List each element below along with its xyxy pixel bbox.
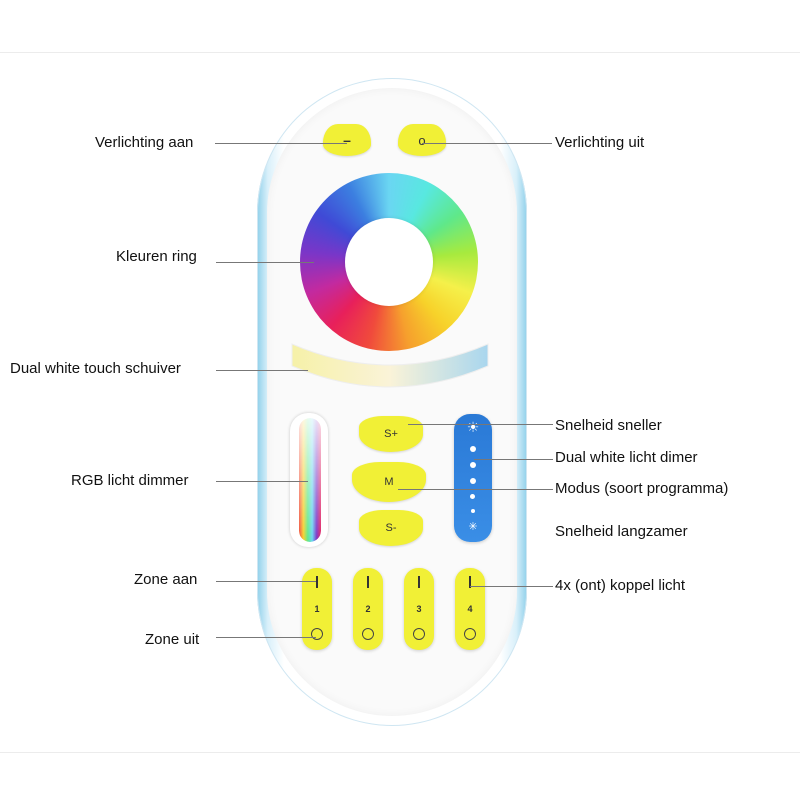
zone-button-2[interactable]: 2: [353, 568, 383, 650]
top-frame-line: [0, 52, 800, 53]
zone-button-4[interactable]: 4: [455, 568, 485, 650]
label-speed-down: Snelheid langzamer: [555, 523, 688, 540]
lights-off-symbol: o: [418, 132, 426, 148]
label-dual-white-dimmer: Dual white licht dimer: [555, 449, 698, 466]
leader-dual-white-slider: [216, 370, 308, 371]
label-color-ring: Kleuren ring: [116, 248, 197, 265]
dimmer-dot: [470, 494, 475, 499]
label-zone-on: Zone aan: [134, 571, 198, 588]
zone-number: 3: [416, 604, 422, 614]
zone-on-mark: [367, 576, 369, 588]
lights-on-symbol: –: [343, 132, 351, 148]
lights-off-button[interactable]: o: [398, 124, 446, 156]
zone-number: 2: [365, 604, 371, 614]
mode-label: M: [384, 476, 394, 488]
mode-button[interactable]: M: [352, 462, 426, 502]
label-rgb-dimmer: RGB licht dimmer: [71, 472, 189, 489]
dimmer-dot: [470, 478, 476, 484]
leader-mode: [398, 489, 553, 490]
zone-off-mark: [311, 628, 323, 640]
lights-on-button[interactable]: –: [323, 124, 371, 156]
leader-rgb-dimmer: [216, 481, 308, 482]
leader-zone-off: [216, 637, 316, 638]
label-speed-up: Snelheid sneller: [555, 417, 662, 434]
speed-up-label: S+: [384, 428, 398, 440]
zone-on-mark: [316, 576, 318, 588]
zone-on-mark: [418, 576, 420, 588]
speed-down-button[interactable]: S-: [359, 510, 423, 546]
leader-lights-on: [215, 143, 347, 144]
speed-up-button[interactable]: S+: [359, 416, 423, 452]
leader-link-light: [470, 586, 553, 587]
leader-speed-up: [408, 424, 553, 425]
zone-off-mark: [464, 628, 476, 640]
label-mode: Modus (soort programma): [555, 480, 729, 497]
leader-dual-white-dimmer: [474, 459, 553, 460]
zone-off-mark: [362, 628, 374, 640]
label-lights-on: Verlichting aan: [95, 134, 194, 151]
leader-zone-on: [216, 581, 316, 582]
sun-dim-icon: ✳: [468, 521, 478, 533]
zone-off-mark: [413, 628, 425, 640]
color-ring-center: [345, 218, 433, 306]
speed-down-label: S-: [385, 522, 397, 534]
dimmer-dot: [470, 446, 476, 452]
zone-on-mark: [469, 576, 471, 588]
label-zone-off: Zone uit: [145, 631, 200, 648]
zone-number: 1: [314, 604, 320, 614]
dimmer-dot: [470, 462, 476, 468]
sun-bright-icon: ☀: [466, 419, 480, 435]
label-dual-white-slider: Dual white touch schuiver: [10, 360, 181, 377]
rgb-dimmer-gradient: [299, 418, 321, 542]
leader-lights-off: [422, 143, 552, 144]
label-link-light: 4x (ont) koppel licht: [555, 577, 686, 594]
leader-color-ring: [216, 262, 314, 263]
zone-button-3[interactable]: 3: [404, 568, 434, 650]
bottom-frame-line: [0, 752, 800, 753]
zone-number: 4: [467, 604, 473, 614]
dimmer-dot: [471, 509, 475, 513]
label-lights-off: Verlichting uit: [555, 134, 645, 151]
dual-white-slider[interactable]: [290, 330, 490, 400]
dual-white-dimmer[interactable]: ☀ ✳: [454, 414, 492, 542]
